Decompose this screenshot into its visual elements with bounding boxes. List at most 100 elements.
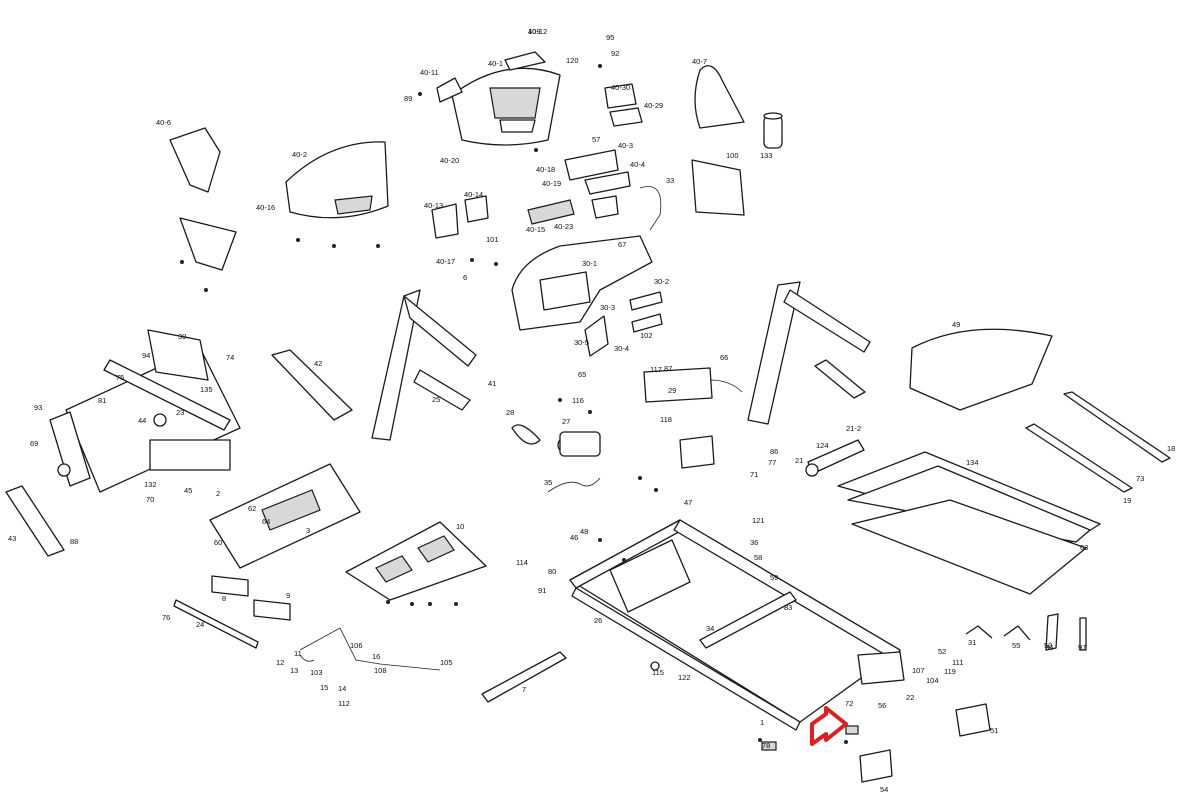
- callout-label: 124: [816, 441, 829, 450]
- callout-label: 56: [878, 701, 886, 710]
- rear-roller-bracket: [857, 651, 905, 685]
- floor-levelers: [761, 725, 859, 751]
- callout-label: 52: [938, 647, 946, 656]
- callout-label: 3: [306, 526, 310, 535]
- handle-cover-left: [169, 127, 221, 193]
- callout-label: 6: [463, 273, 467, 282]
- callout-label: 29: [668, 386, 676, 395]
- main-frame: [569, 519, 901, 731]
- callout-label: 100: [726, 151, 739, 160]
- screw-marker: [844, 740, 848, 744]
- motor-hood: [909, 328, 1053, 411]
- pulse-grip-sensors: [584, 291, 663, 357]
- callout-label: 83: [784, 603, 792, 612]
- rear-tube: [481, 651, 567, 703]
- callout-label: 118: [660, 415, 672, 424]
- handlebar-frame: [511, 235, 653, 331]
- callout-label: 40-15: [526, 225, 545, 234]
- callout-label: 12: [276, 658, 284, 667]
- screw-marker: [386, 600, 390, 604]
- upright-right: [747, 281, 871, 425]
- callout-label: 40-20: [440, 156, 459, 165]
- console-pcb: [527, 199, 575, 225]
- drive-belt: [511, 424, 541, 445]
- callout-label: 30-4: [614, 344, 629, 353]
- callout-label: 117: [650, 365, 662, 374]
- callout-label: 97: [1078, 643, 1086, 652]
- callout-label: 92: [611, 49, 619, 58]
- callout-label: 133: [760, 151, 773, 160]
- callout-label: 19: [1123, 496, 1131, 505]
- callout-label: 72: [845, 699, 853, 708]
- callout-label: 71: [750, 470, 758, 479]
- callout-label: 33: [666, 176, 674, 185]
- callout-label: 96: [1045, 643, 1053, 652]
- callout-label: 27: [562, 417, 570, 426]
- callout-label: 74: [226, 353, 234, 362]
- callout-label: 106: [350, 641, 363, 650]
- screw-marker: [410, 602, 414, 606]
- incline-rails: [173, 575, 291, 649]
- screwdriver: [1079, 617, 1087, 651]
- screw-marker: [296, 238, 300, 242]
- elevation-wiring: [547, 477, 601, 493]
- base-plate: [209, 463, 361, 569]
- callout-label: 65: [578, 370, 586, 379]
- callout-label: 11: [294, 649, 302, 658]
- callout-label: 115: [652, 668, 664, 677]
- callout-label: 46: [570, 533, 578, 542]
- right-console-bracket: [691, 159, 745, 216]
- callout-label: 101: [486, 235, 499, 244]
- callout-label: 76: [162, 613, 170, 622]
- callout-label: 35: [544, 478, 552, 487]
- callout-label: 75: [116, 373, 124, 382]
- motor-controller: [643, 367, 743, 403]
- callout-label: 47: [684, 498, 692, 507]
- console-side-panel-left: [436, 77, 463, 103]
- callout-label: 40-18: [536, 165, 555, 174]
- motor-cover-plate: [345, 521, 487, 601]
- screw-marker: [598, 64, 602, 68]
- callout-label: 2: [216, 489, 220, 498]
- callout-label: 40-29: [644, 101, 663, 110]
- callout-label: 49: [952, 320, 960, 329]
- callout-label: 48: [580, 527, 588, 536]
- callout-label: 40-11: [420, 68, 439, 77]
- callout-label: 109: [528, 27, 541, 36]
- console-upper-housing: [451, 51, 561, 146]
- drive-motor: [557, 431, 601, 457]
- screw-marker: [204, 288, 208, 292]
- screw-marker: [534, 148, 538, 152]
- callout-label: 1: [760, 718, 764, 727]
- screw-marker: [588, 410, 592, 414]
- callout-label: 60: [214, 538, 222, 547]
- callout-label: 30-5: [574, 338, 589, 347]
- callout-label: 25: [432, 395, 440, 404]
- callout-label: 62: [248, 504, 256, 513]
- callout-label: 112: [338, 699, 350, 708]
- callout-label: 122: [678, 673, 691, 682]
- callout-label: 13: [290, 666, 298, 675]
- callout-label: 121: [752, 516, 765, 525]
- callout-label: 39: [178, 332, 186, 341]
- screw-marker: [376, 244, 380, 248]
- callout-label: 7: [522, 685, 526, 694]
- incline-frame: [49, 347, 241, 493]
- callout-label: 55: [1012, 641, 1020, 650]
- callout-label: 9: [286, 591, 290, 600]
- callout-label: 70: [146, 495, 154, 504]
- callout-label: 91: [538, 586, 546, 595]
- callout-label: 51: [990, 726, 998, 735]
- screw-marker: [638, 476, 642, 480]
- callout-label: 57: [592, 135, 600, 144]
- callout-label: 54: [880, 785, 888, 794]
- callout-label: 67: [618, 240, 626, 249]
- motor-bracket: [679, 435, 715, 469]
- callout-label: 77: [768, 458, 776, 467]
- callout-label: 44: [138, 416, 146, 425]
- screw-marker: [494, 262, 498, 266]
- small-bracket-parts: [431, 195, 619, 239]
- callout-label: 40-4: [630, 160, 645, 169]
- callout-label: 78: [762, 741, 770, 750]
